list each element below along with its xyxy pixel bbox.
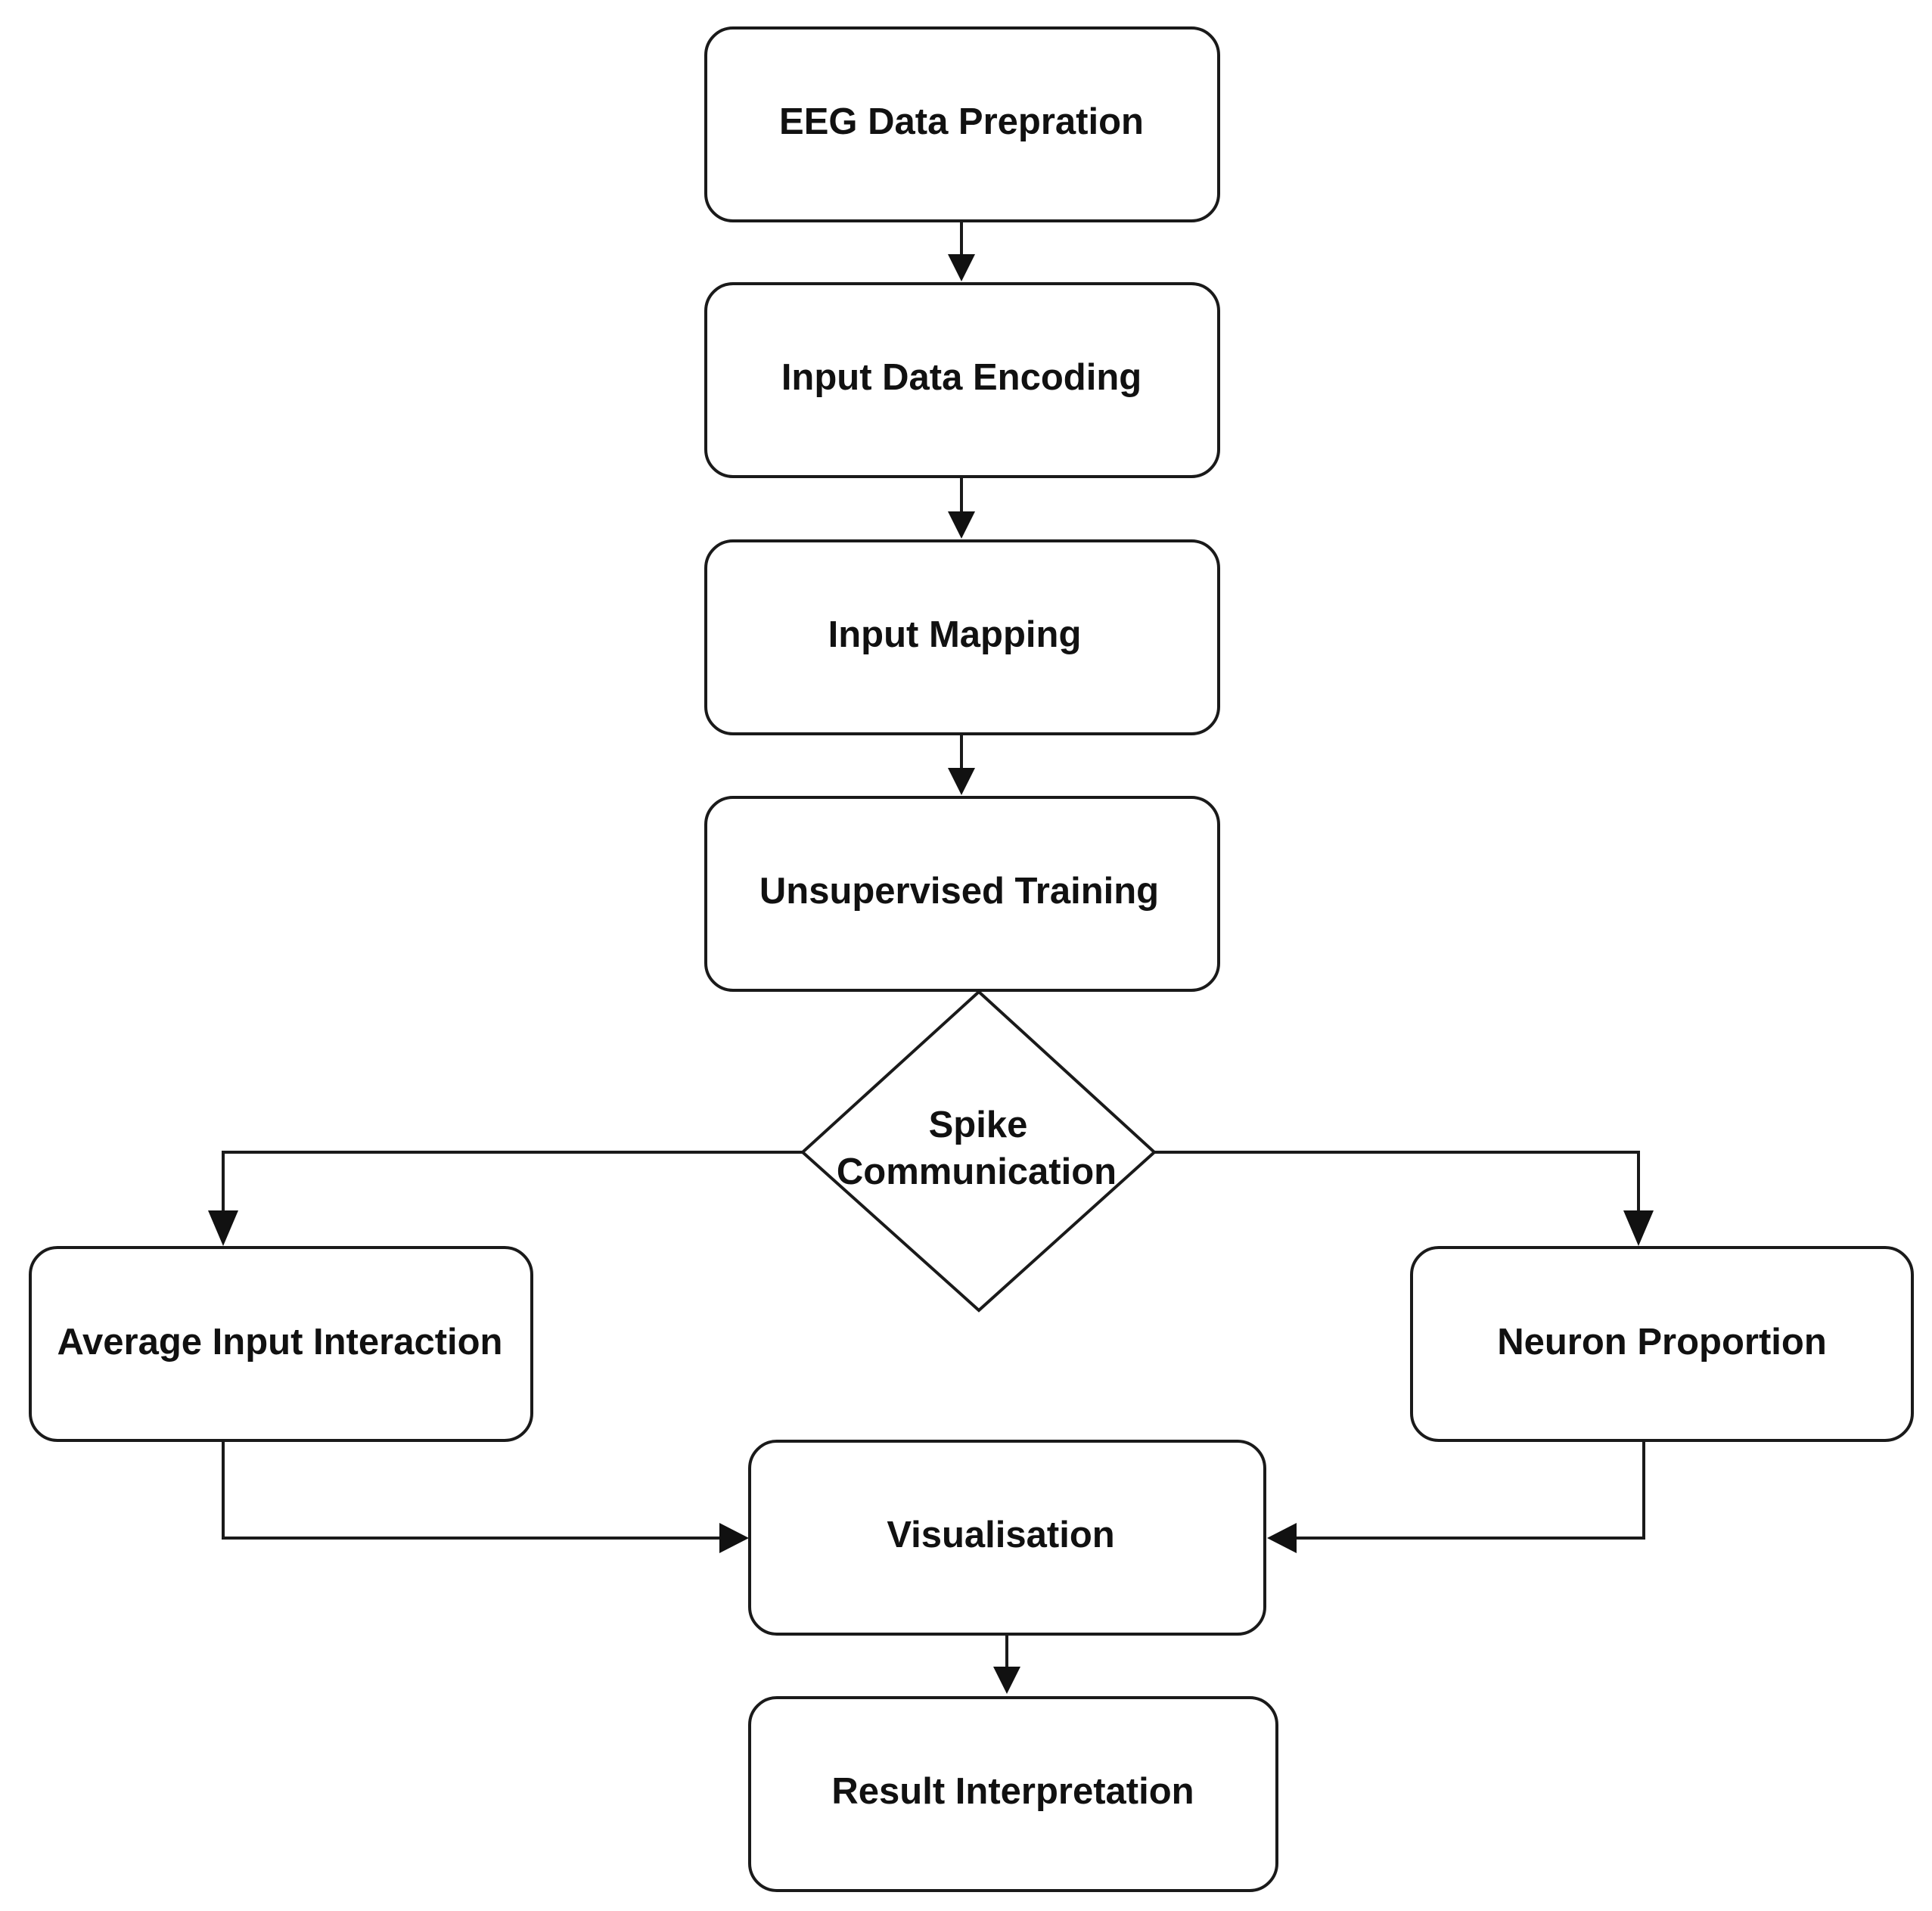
- node-input-data-encoding: Input Data Encoding: [704, 282, 1220, 478]
- node-eeg-data-prepration: EEG Data Prepration: [704, 26, 1220, 222]
- node-spike-communication: Spike Communication: [800, 990, 1157, 1313]
- process-box: [29, 1246, 533, 1442]
- edge-neuron-proportion-to-visualisation: [1294, 1440, 1645, 1540]
- node-label: Average Input Interaction: [57, 1322, 502, 1363]
- node-label-line1: Spike: [929, 1105, 1028, 1145]
- node-label-line2: Communication: [837, 1151, 1117, 1192]
- arrowhead-down-icon: [948, 511, 975, 539]
- node-average-input-interaction: Average Input Interaction: [29, 1246, 533, 1442]
- arrowhead-down-icon: [1623, 1210, 1654, 1246]
- node-label: Input Mapping: [828, 614, 1082, 655]
- arrowhead-down-icon: [208, 1210, 238, 1246]
- node-label: Unsupervised Training: [759, 871, 1159, 912]
- node-label: EEG Data Prepration: [779, 101, 1144, 142]
- arrowhead-right-icon: [719, 1523, 749, 1553]
- arrowhead-down-icon: [948, 254, 975, 281]
- process-box: [704, 282, 1220, 478]
- decision-diamond: [800, 990, 1157, 1313]
- edges: [222, 222, 1645, 1670]
- edge-spike-to-avg-input: [222, 1151, 803, 1214]
- process-box: [704, 26, 1220, 222]
- node-label: Result Interpretation: [831, 1771, 1194, 1812]
- process-box: [1410, 1246, 1914, 1442]
- edge-spike-to-neuron-proportion: [1154, 1151, 1640, 1214]
- node-result-interpretation: Result Interpretation: [748, 1696, 1278, 1892]
- process-box: [704, 539, 1220, 735]
- process-box: [704, 796, 1220, 992]
- process-box: [748, 1440, 1266, 1636]
- node-label: Visualisation: [887, 1515, 1114, 1555]
- process-box: [748, 1696, 1278, 1892]
- node-visualisation: Visualisation: [748, 1440, 1266, 1636]
- node-input-mapping: Input Mapping: [704, 539, 1220, 735]
- node-label: Input Data Encoding: [781, 357, 1141, 398]
- node-unsupervised-training: Unsupervised Training: [704, 796, 1220, 992]
- arrowhead-down-icon: [993, 1667, 1020, 1694]
- edge-avg-input-to-visualisation: [222, 1440, 722, 1540]
- arrowhead-down-icon: [948, 768, 975, 795]
- node-label: Neuron Proportion: [1497, 1322, 1827, 1363]
- node-neuron-proportion: Neuron Proportion: [1410, 1246, 1914, 1442]
- arrowheads: [208, 254, 1654, 1694]
- arrowhead-left-icon: [1267, 1523, 1297, 1553]
